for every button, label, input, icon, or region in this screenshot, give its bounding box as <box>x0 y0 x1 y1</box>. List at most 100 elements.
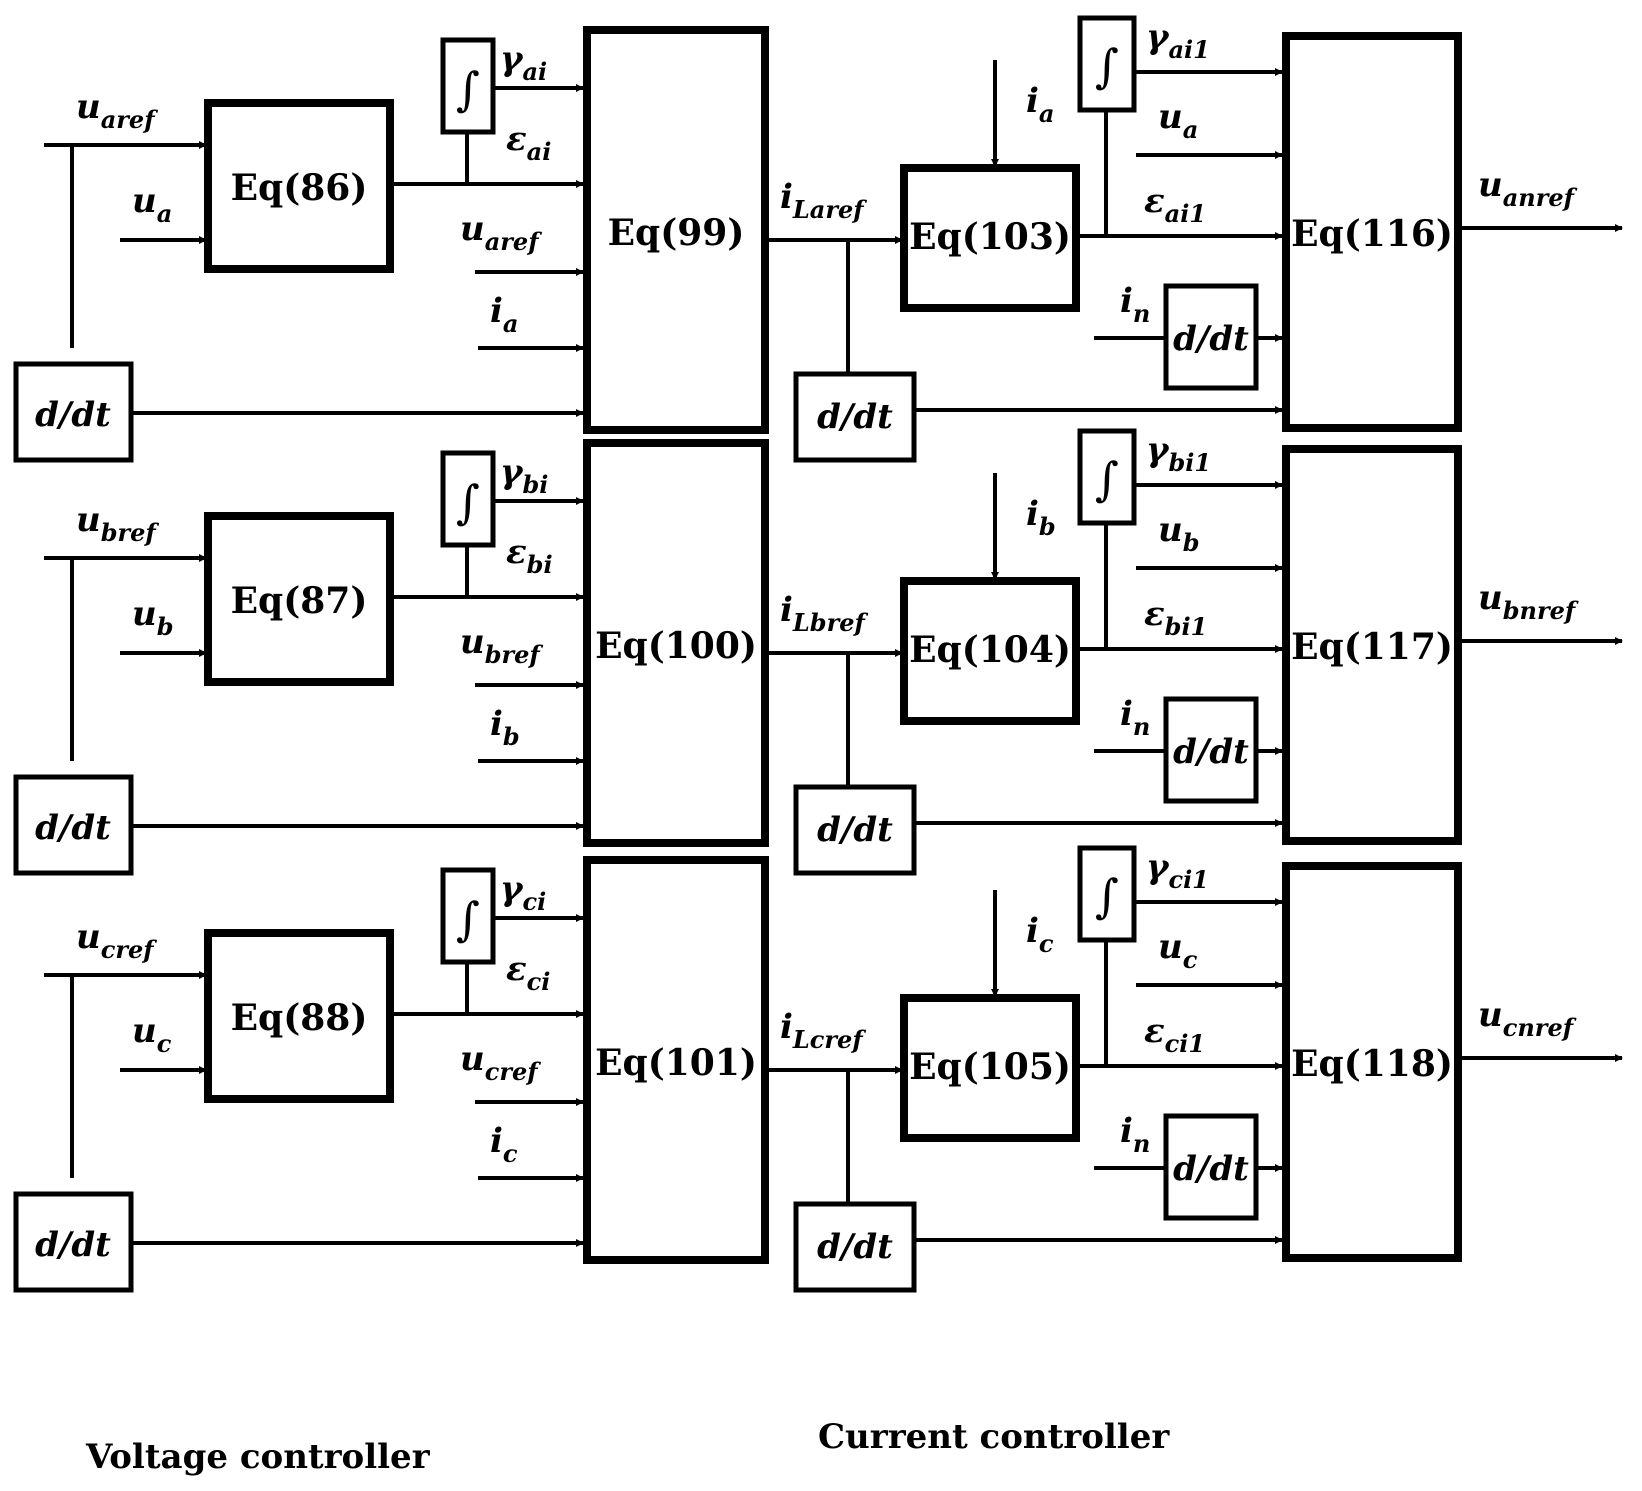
i-label: ib <box>490 704 520 751</box>
iLref-label-base: i <box>780 177 793 217</box>
u2-label-base: u <box>1158 927 1183 967</box>
voltage-error-block <box>204 929 394 1103</box>
i-top-label: ib <box>1026 494 1056 541</box>
i-label-subscript: c <box>503 1139 518 1168</box>
current-controller-block-label: Eq(103) <box>909 216 1071 258</box>
derivative-block-left-label: d/dt <box>35 808 111 848</box>
uref-label: ucref <box>76 917 157 964</box>
output-label-subscript: bnref <box>1503 596 1579 625</box>
output-label-base: u <box>1478 578 1503 618</box>
output-label-base: u <box>1478 995 1503 1035</box>
uref2-label-base: u <box>460 1039 485 1079</box>
uref-label-base: u <box>76 500 101 540</box>
output-label-subscript: anref <box>1503 183 1578 212</box>
derivative-block-left-label: d/dt <box>35 395 111 435</box>
uref2-label: uaref <box>460 209 542 256</box>
output-block-label: Eq(116) <box>1291 213 1453 255</box>
gamma1-label: γai1 <box>1146 17 1210 64</box>
eps-label-base: ε <box>506 119 527 159</box>
eps1-label-subscript: bi1 <box>1165 612 1208 641</box>
derivative-block-right-label: d/dt <box>1173 1149 1249 1189</box>
eps-label-subscript: ci <box>527 967 551 996</box>
integrator-block-voltage <box>440 867 496 965</box>
eps-label-base: ε <box>506 532 527 572</box>
iLref-label-base: i <box>780 1007 793 1047</box>
voltage-controller-block-label: Eq(99) <box>608 212 745 254</box>
iLref-label: iLcref <box>780 1007 866 1054</box>
eps1-label: εci1 <box>1144 1011 1205 1058</box>
uref2-label-base: u <box>460 622 485 662</box>
voltage-error-block <box>204 99 394 273</box>
gamma1-label-subscript: ai1 <box>1168 35 1209 64</box>
integral-icon: ∫ <box>456 475 480 529</box>
output-block <box>1282 32 1462 432</box>
gamma1-label-base: γ <box>1146 430 1170 470</box>
gamma1-label-subscript: ci1 <box>1168 865 1208 894</box>
u2-label-subscript: b <box>1183 528 1200 557</box>
output-label-subscript: cnref <box>1503 1013 1577 1042</box>
eps-label-subscript: bi <box>527 550 553 579</box>
i-top-label-subscript: b <box>1039 512 1056 541</box>
gamma-label: γai <box>500 39 547 86</box>
uref2-label-subscript: aref <box>485 227 542 256</box>
derivative-block-right-label: d/dt <box>1173 319 1249 359</box>
eps-label: εai <box>506 119 551 166</box>
in-label: in <box>1120 694 1150 741</box>
i-label-base: i <box>490 1121 503 1161</box>
iLref-label-base: i <box>780 590 793 630</box>
eps1-label-base: ε <box>1144 181 1165 221</box>
i-top-label: ic <box>1026 911 1054 958</box>
uref2-label: ubref <box>460 622 543 669</box>
uref-label: uaref <box>76 87 158 134</box>
voltage-error-block-label: Eq(88) <box>231 997 368 1039</box>
u-label-base: u <box>132 1011 157 1051</box>
derivative-block-right-label: d/dt <box>1173 732 1249 772</box>
iLref-label-subscript: Lbref <box>792 608 869 637</box>
derivative-block-left <box>13 774 134 876</box>
current-controller-block-label: Eq(105) <box>909 1046 1071 1088</box>
output-block <box>1282 862 1462 1262</box>
current-controller-block <box>900 577 1080 725</box>
current-controller-block <box>900 994 1080 1142</box>
voltage-controller-block-label: Eq(100) <box>595 625 757 667</box>
integral1-icon: ∫ <box>1095 869 1119 923</box>
u-label: uc <box>132 1011 172 1058</box>
u2-label: uc <box>1158 927 1198 974</box>
derivative-block-mid-label: d/dt <box>817 1227 893 1267</box>
output-block-label: Eq(117) <box>1291 626 1453 668</box>
i-label: ia <box>490 291 518 338</box>
gamma-label-subscript: ai <box>522 57 547 86</box>
u-label: ua <box>132 181 172 228</box>
derivative-block-mid <box>793 1201 917 1293</box>
output-block-label: Eq(118) <box>1291 1043 1453 1085</box>
iLref-label: iLaref <box>780 177 867 224</box>
uref-label-base: u <box>76 87 101 127</box>
voltage-error-block-label: Eq(87) <box>231 580 368 622</box>
derivative-block-right <box>1163 1113 1259 1221</box>
gamma-label-base: γ <box>500 452 524 492</box>
current-controller-caption: Current controller <box>818 1417 1170 1457</box>
u-label: ub <box>132 594 174 641</box>
uref-label-subscript: bref <box>101 518 160 547</box>
eps-label: εci <box>506 949 550 996</box>
eps1-label: εbi1 <box>1144 594 1207 641</box>
integrator-block-current <box>1077 845 1137 943</box>
u-label-subscript: c <box>157 1029 172 1058</box>
u-label-base: u <box>132 594 157 634</box>
derivative-block-left <box>13 1191 134 1293</box>
i-top-label-subscript: c <box>1039 929 1054 958</box>
eps-label: εbi <box>506 532 553 579</box>
iLref-label-subscript: Laref <box>792 195 867 224</box>
i-label-subscript: b <box>503 722 520 751</box>
integral-icon: ∫ <box>456 62 480 116</box>
eps1-label-subscript: ai1 <box>1165 199 1206 228</box>
uref2-label-subscript: cref <box>485 1057 542 1086</box>
uref2-label-subscript: bref <box>485 640 544 669</box>
gamma-label-base: γ <box>500 869 524 909</box>
u2-label: ub <box>1158 510 1200 557</box>
i-top-label-base: i <box>1026 81 1039 121</box>
u2-label: ua <box>1158 97 1198 144</box>
gamma1-label-subscript: bi1 <box>1168 448 1211 477</box>
